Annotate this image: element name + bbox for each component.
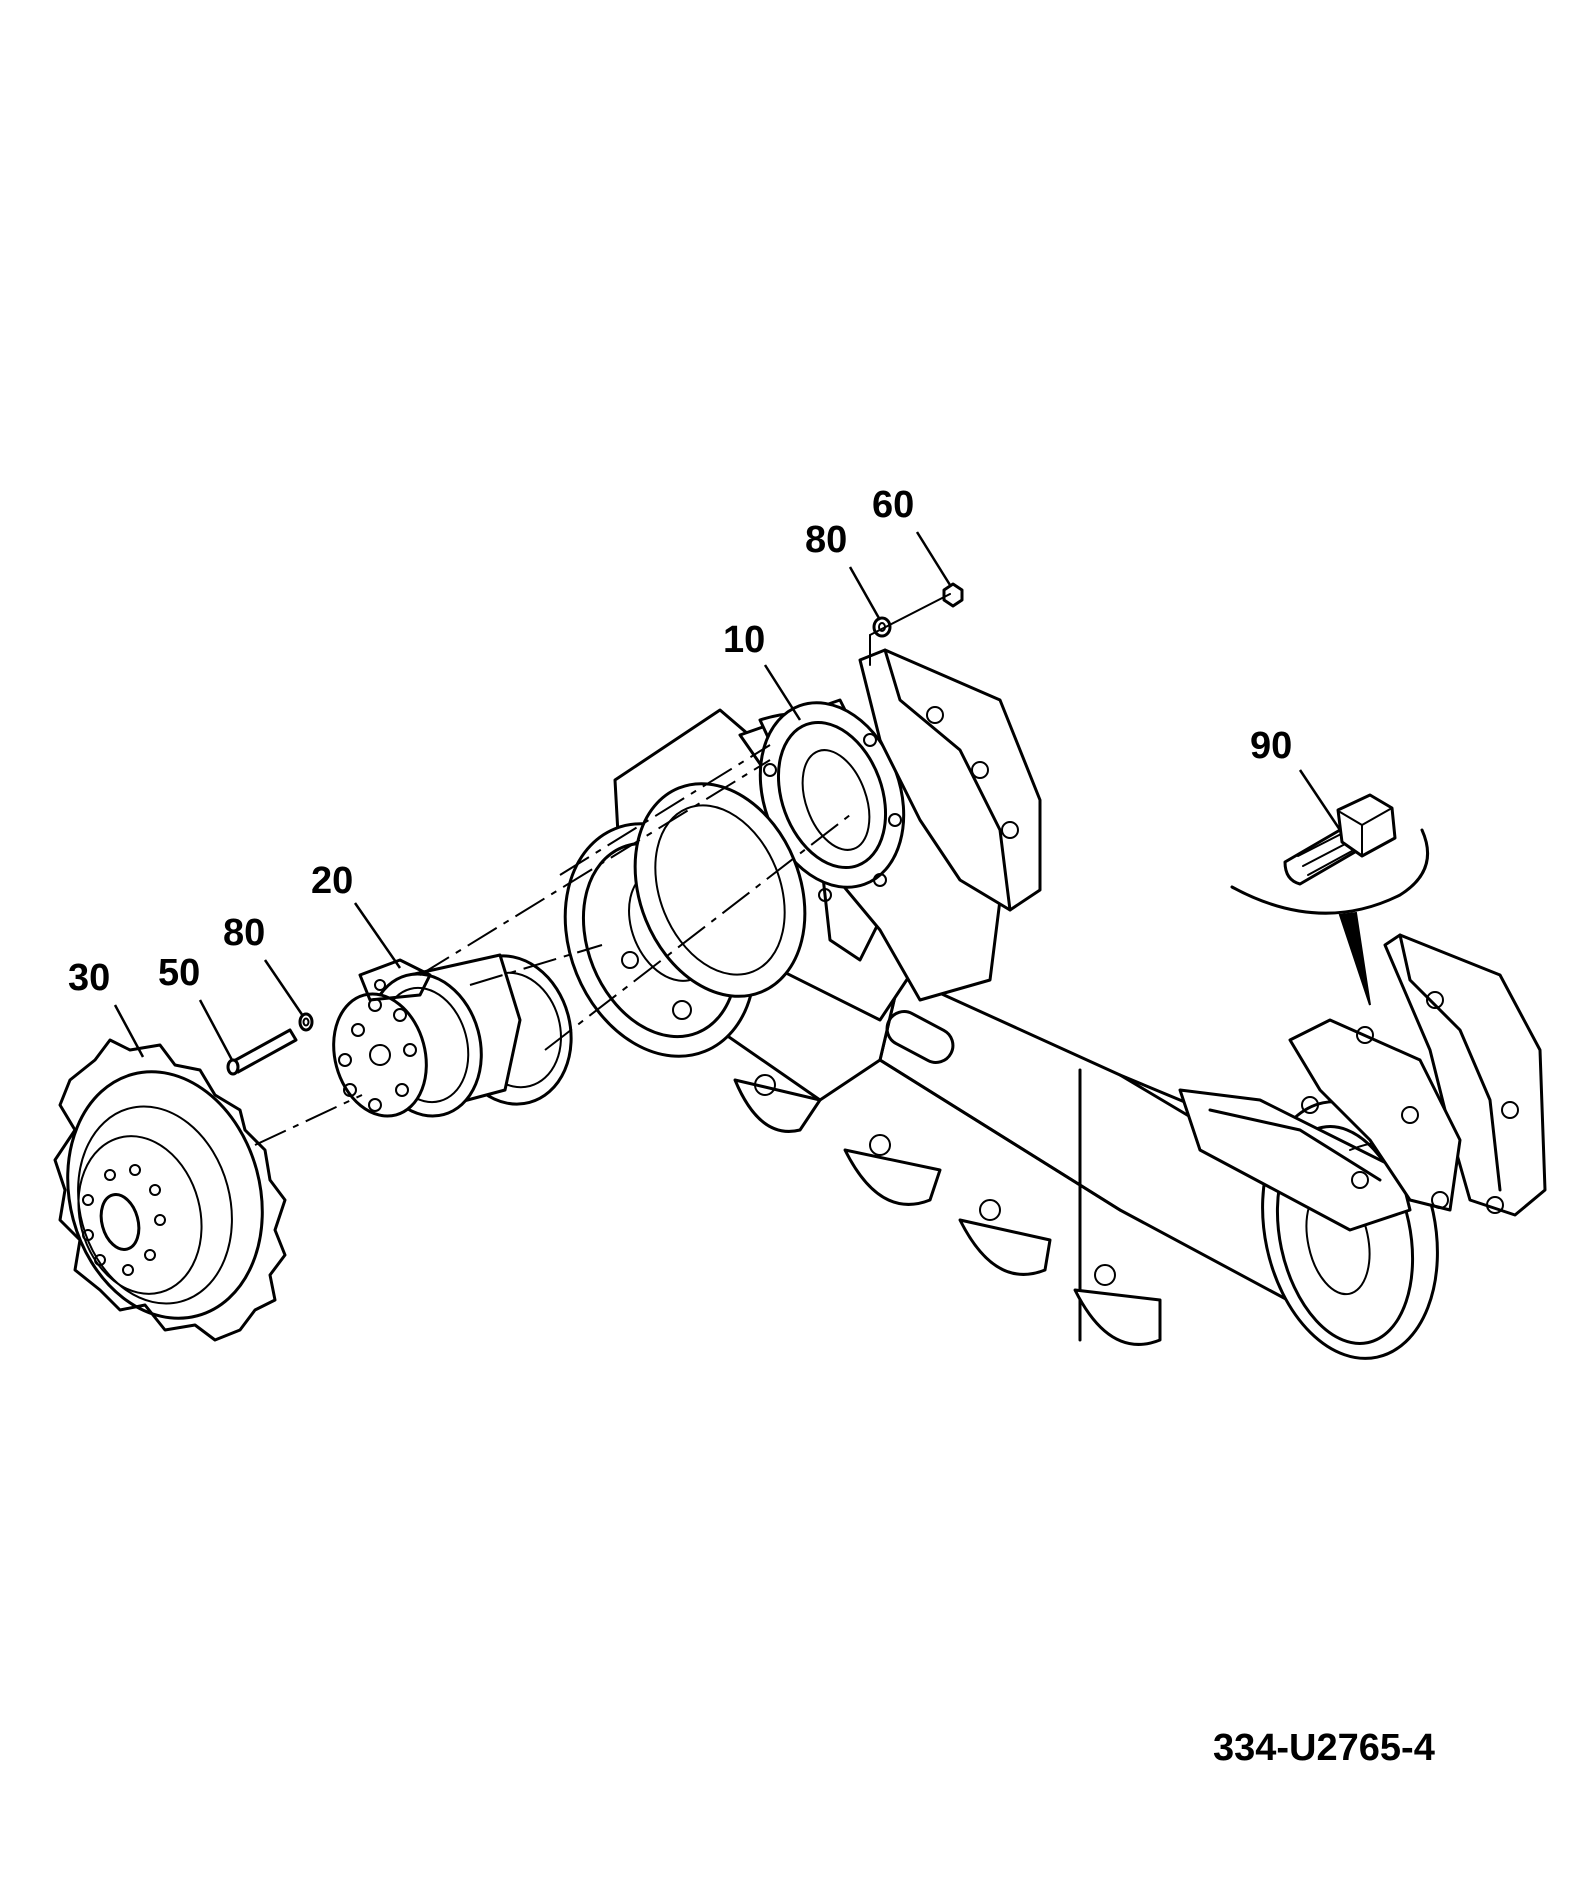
callout-30: 30 xyxy=(68,957,110,999)
drawing-code: 334-U2765-4 xyxy=(1213,1727,1435,1769)
sprocket-part xyxy=(53,1038,287,1342)
bottom-roller-4 xyxy=(1073,1264,1162,1346)
callout-10: 10 xyxy=(723,619,765,661)
callout-20: 20 xyxy=(311,860,353,902)
track-frame-part xyxy=(563,648,1547,1360)
hex-bolt-90-part xyxy=(1283,793,1397,886)
bottom-roller-3 xyxy=(958,1199,1052,1276)
upper-idler-wheel xyxy=(633,782,807,998)
nut-60-part xyxy=(942,582,964,608)
detail-view-indicator xyxy=(1230,828,1430,1006)
callout-80-top: 80 xyxy=(805,519,847,561)
washer-80-left-part xyxy=(298,1012,314,1032)
bolt-50-part xyxy=(226,1028,298,1076)
sprocket-bolt-holes xyxy=(82,1164,166,1276)
callout-80-left: 80 xyxy=(223,912,265,954)
drive-motor-part xyxy=(332,953,573,1118)
callout-60: 60 xyxy=(872,484,914,526)
bottom-roller-1 xyxy=(733,1074,822,1133)
callout-labels: 10 20 30 50 60 80 80 90 xyxy=(68,484,1292,999)
bottom-roller-2 xyxy=(843,1134,942,1206)
bore-bolt-holes xyxy=(763,733,902,902)
wheel-studs xyxy=(338,998,417,1112)
callout-50: 50 xyxy=(158,952,200,994)
rear-mounting-bracket xyxy=(1288,933,1547,1217)
callout-90: 90 xyxy=(1250,725,1292,767)
leader-lines xyxy=(113,531,1342,1061)
assembly-center-lines xyxy=(254,593,951,1146)
